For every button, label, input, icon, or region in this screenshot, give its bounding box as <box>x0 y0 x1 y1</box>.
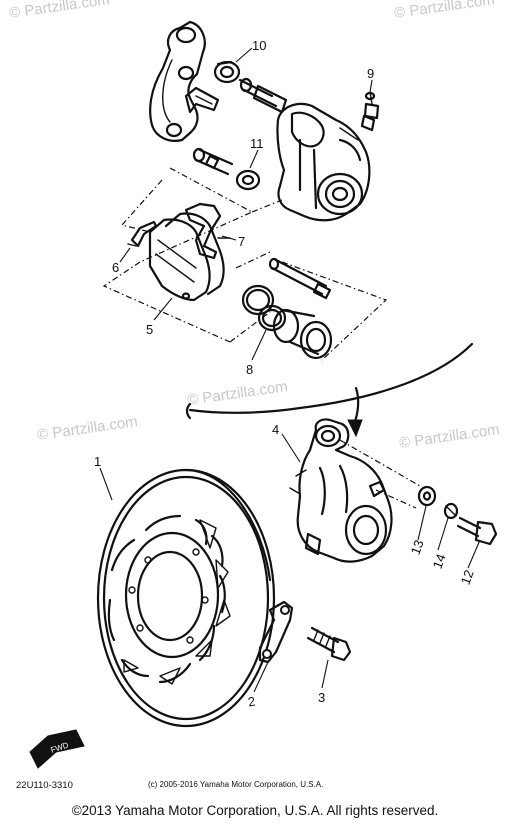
caliper-pin <box>268 257 332 300</box>
spring-washer-14 <box>443 502 459 520</box>
callout-12: 12 <box>458 568 477 587</box>
brake-disc-1 <box>96 468 276 728</box>
watermark-mid-right: © Partzilla.com <box>398 421 500 452</box>
caliper-assembly-4 <box>289 418 393 563</box>
callout-4: 4 <box>272 422 279 437</box>
callout-9: 9 <box>367 66 374 81</box>
pad-spring-clip <box>184 86 220 114</box>
callout-2: 2 <box>247 694 257 710</box>
guide-line-caliper-13 <box>339 439 421 487</box>
callout-14: 14 <box>430 552 449 571</box>
slide-pin-upper <box>238 77 288 114</box>
pad-shim-6 <box>127 220 158 248</box>
callout-5: 5 <box>146 322 153 337</box>
assembly-arrow <box>185 342 474 438</box>
caliper-body-upper <box>276 102 371 222</box>
watermark-top-right: © Partzilla.com <box>393 0 495 22</box>
washer-13 <box>417 485 437 507</box>
callout-6: 6 <box>112 260 119 275</box>
watermark-top-left: © Partzilla.com <box>8 0 110 22</box>
rubber-boot-11 <box>235 169 261 191</box>
callout-3: 3 <box>318 690 325 705</box>
lock-washer-2 <box>258 600 294 664</box>
slide-pin-lower <box>192 147 234 176</box>
piston-seals-8 <box>241 284 333 360</box>
callout-11: 11 <box>250 136 264 151</box>
rubber-boot-10 <box>213 60 241 84</box>
watermark-mid-left: © Partzilla.com <box>36 413 138 444</box>
callout-7: 7 <box>238 234 245 249</box>
callout-1: 1 <box>94 454 101 469</box>
callout-8: 8 <box>246 362 253 377</box>
bolt-12 <box>456 516 498 546</box>
diagram-number: 22U110-3310 <box>16 780 73 791</box>
small-copyright: (c) 2005-2016 Yamaha Motor Corporation, … <box>148 780 323 789</box>
leader-lines <box>99 47 481 693</box>
guide-line-caliper-bolt <box>375 489 417 509</box>
fwd-arrow-icon: FWD <box>29 729 85 769</box>
copyright-notice: ©2013 Yamaha Motor Corporation, U.S.A. A… <box>71 803 439 818</box>
bleed-screw-9 <box>360 91 380 132</box>
watermark-mid-center: © Partzilla.com <box>186 378 288 409</box>
bolt-3 <box>306 626 352 662</box>
caliper-bracket <box>149 20 206 142</box>
callout-10: 10 <box>252 38 266 53</box>
callout-13: 13 <box>408 538 427 557</box>
